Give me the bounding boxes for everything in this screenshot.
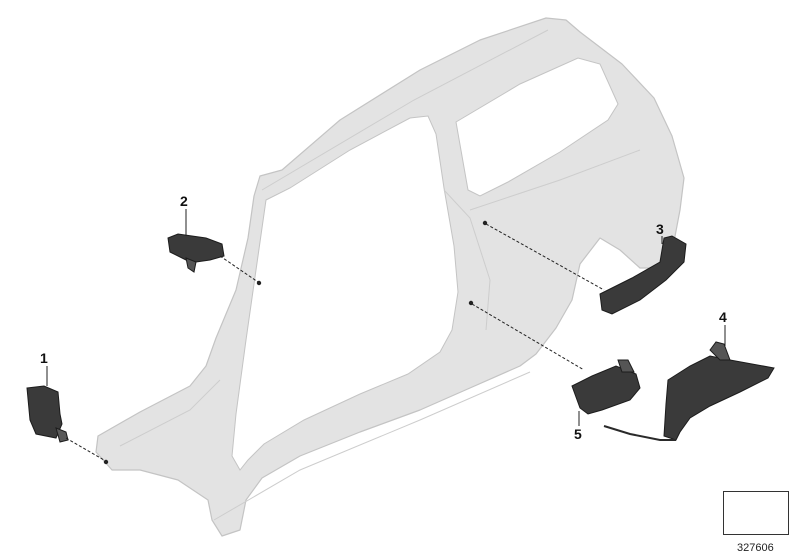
leader-3-dashed	[485, 223, 605, 291]
callout-5[interactable]: 5	[574, 426, 582, 442]
part-4[interactable]	[603, 341, 775, 441]
reference-box	[723, 491, 789, 535]
part-4-shape	[663, 355, 775, 441]
callout-3[interactable]: 3	[656, 221, 664, 237]
callout-1[interactable]: 1	[40, 350, 48, 366]
attachment-point-2	[256, 280, 262, 286]
frame-contour-lines	[119, 29, 641, 521]
leader-2-dashed	[219, 255, 259, 283]
part-1-shape	[26, 385, 63, 439]
leader-lines	[46, 209, 726, 461]
rear-window-opening	[455, 57, 619, 197]
part-2-shape	[167, 233, 225, 263]
side-frame	[95, 17, 685, 537]
attachment-points	[103, 220, 488, 465]
part-4-lip	[603, 425, 676, 441]
part-3-shape	[599, 235, 687, 315]
part-2[interactable]	[167, 233, 225, 273]
part-5[interactable]	[571, 359, 641, 415]
callout-4[interactable]: 4	[719, 309, 727, 325]
leader-1-dashed	[65, 437, 105, 461]
part-1[interactable]	[26, 385, 69, 443]
front-door-opening	[231, 115, 459, 471]
part-1-tab	[55, 427, 69, 443]
part-5-shape	[571, 365, 641, 415]
part-4-flange	[709, 341, 731, 361]
leader-5-dashed	[471, 303, 585, 371]
callout-2[interactable]: 2	[180, 193, 188, 209]
reference-number: 327606	[737, 542, 774, 554]
part-3[interactable]	[599, 235, 687, 315]
attachment-point-5	[468, 300, 474, 306]
part-2-bracket	[185, 257, 197, 273]
attachment-point-1	[103, 459, 109, 465]
attachment-point-3	[482, 220, 488, 226]
part-5-tab	[617, 359, 635, 373]
